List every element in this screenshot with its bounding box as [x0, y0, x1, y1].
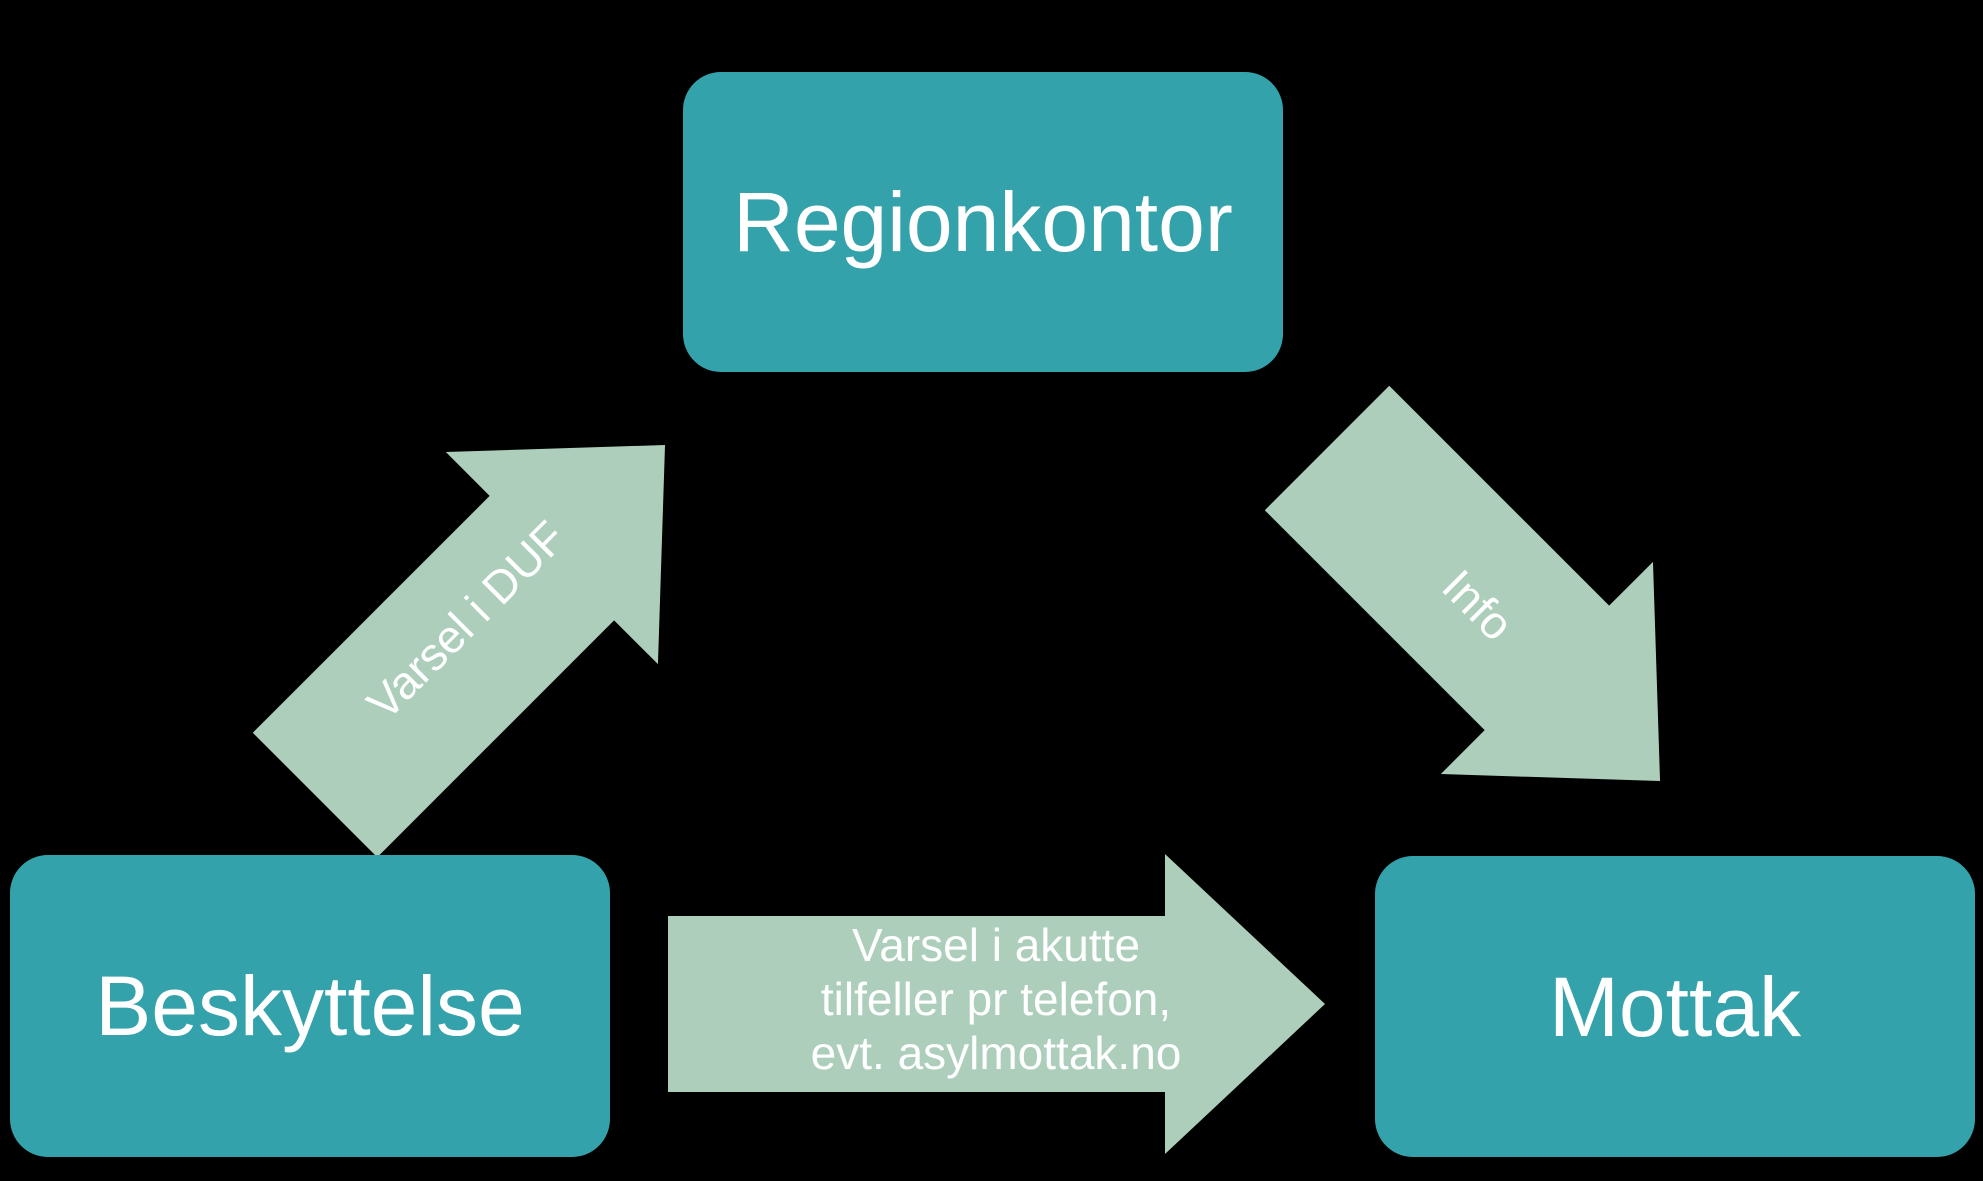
- arrow-label-varsel-akutte: Varsel i akutte tilfeller pr telefon, ev…: [811, 918, 1182, 1080]
- node-beskyttelse-label: Beskyttelse: [95, 959, 525, 1053]
- arrow-regionkontor-to-mottak-icon: [1264, 385, 1661, 782]
- arrow-label-varsel-akutte-line2: tilfeller pr telefon,: [820, 973, 1172, 1025]
- arrow-beskyttelse-to-mottak-icon: [668, 854, 1325, 1154]
- arrow-label-varsel-akutte-line3: evt. asylmottak.no: [810, 1027, 1182, 1079]
- node-beskyttelse: Beskyttelse: [10, 855, 610, 1157]
- node-regionkontor: Regionkontor: [683, 72, 1283, 372]
- node-mottak: Mottak: [1375, 856, 1975, 1157]
- node-mottak-label: Mottak: [1548, 959, 1802, 1054]
- arrow-label-varsel-akutte-line1: Varsel i akutte: [851, 919, 1141, 971]
- node-regionkontor-label: Regionkontor: [733, 175, 1233, 269]
- arrow-beskyttelse-to-regionkontor-icon: [252, 444, 666, 858]
